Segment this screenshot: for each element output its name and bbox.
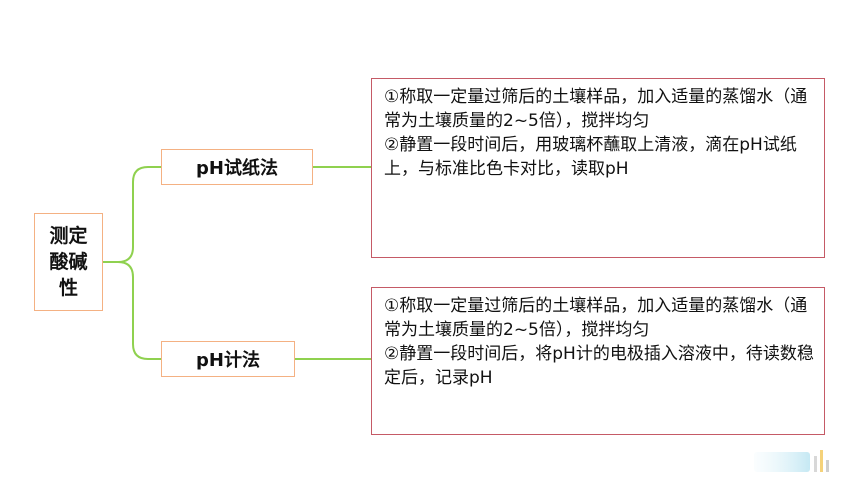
- step-text: ①称取一定量过筛后的土壤样品，加入适量的蒸馏水（通常为土壤质量的2~5倍），搅拌…: [384, 296, 808, 340]
- watermark-logo: [754, 450, 829, 472]
- root-line-3: 性: [58, 277, 78, 299]
- method-node-ph-meter: pH计法: [161, 341, 295, 377]
- step-text: ②静置一段时间后，将pH计的电极插入溶液中，待读数稳定后，记录pH: [384, 344, 814, 388]
- root-line-2: 酸碱: [49, 251, 88, 273]
- method-label: pH计法: [196, 350, 260, 371]
- step-text: ①称取一定量过筛后的土壤样品，加入适量的蒸馏水（通常为土壤质量的2~5倍），搅拌…: [384, 87, 808, 131]
- detail-box-ph-meter: ①称取一定量过筛后的土壤样品，加入适量的蒸馏水（通常为土壤质量的2~5倍），搅拌…: [371, 287, 825, 435]
- method-label: pH试纸法: [196, 158, 278, 179]
- connector-root-bracket: [103, 166, 161, 263]
- step-text: ②静置一段时间后，用玻璃杯蘸取上清液，滴在pH试纸上，与标准比色卡对比，读取pH: [384, 135, 797, 179]
- connector-root-bracket-lower: [117, 261, 161, 360]
- root-node: 测定 酸碱 性: [34, 213, 103, 311]
- detail-box-ph-paper: ①称取一定量过筛后的土壤样品，加入适量的蒸馏水（通常为土壤质量的2~5倍），搅拌…: [371, 78, 825, 258]
- method-node-ph-paper: pH试纸法: [161, 149, 313, 185]
- root-line-1: 测定: [49, 225, 88, 247]
